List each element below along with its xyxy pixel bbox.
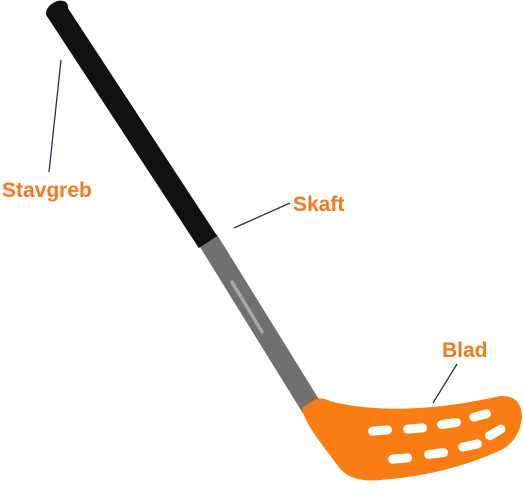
- shaft-leader-line: [233, 202, 291, 229]
- shaft-label: Skaft: [293, 193, 344, 216]
- grip: [46, 3, 218, 249]
- blade-hole: [437, 417, 461, 430]
- blade-hole: [424, 448, 449, 459]
- shaft: [199, 234, 321, 414]
- blade-label: Blad: [442, 339, 488, 362]
- blade-holes: [368, 409, 506, 464]
- blade: [302, 395, 522, 481]
- blade-hole: [458, 439, 482, 452]
- blade-leader-line: [432, 363, 458, 404]
- shaft-highlight: [230, 280, 264, 334]
- blade-hole: [368, 425, 393, 436]
- grip-label: Stavgreb: [2, 179, 92, 202]
- blade-hole: [388, 453, 413, 464]
- blade-hole: [485, 424, 506, 441]
- grip-end-cap: [46, 0, 68, 20]
- blade-hole: [403, 423, 428, 434]
- grip-leader-line: [48, 59, 62, 173]
- blade-hole: [469, 409, 491, 422]
